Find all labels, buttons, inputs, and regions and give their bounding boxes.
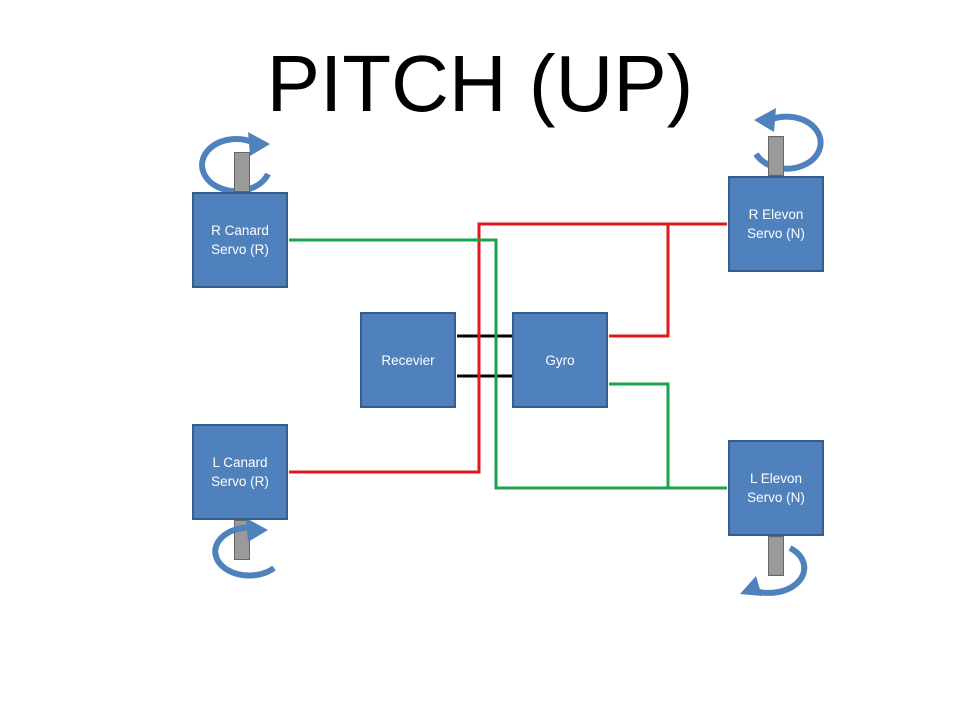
l-canard-label-2: Servo (R) [211, 474, 269, 489]
r-canard-servo: R Canard Servo (R) [192, 192, 288, 288]
red-wire-l-canard [289, 222, 727, 474]
r-canard-shaft [234, 152, 250, 192]
r-canard-label-2: Servo (R) [211, 242, 269, 257]
page-title: PITCH (UP) [266, 39, 694, 128]
gyro-label: Gyro [545, 352, 575, 368]
receiver-box: Recevier [360, 312, 456, 408]
red-wire-gyro [609, 224, 670, 338]
green-wire-r-canard [289, 238, 727, 490]
r-canard-label-1: R Canard [211, 223, 269, 238]
r-elevon-label-2: Servo (N) [747, 226, 805, 241]
r-elevon-label-1: R Elevon [748, 207, 804, 222]
r-elevon-shaft [768, 136, 784, 176]
l-elevon-servo: L Elevon Servo (N) [728, 440, 824, 536]
l-elevon-label-1: L Elevon [749, 471, 803, 486]
l-canard-servo: L Canard Servo (R) [192, 424, 288, 520]
clockwise-arrow-icon [199, 132, 271, 195]
clockwise-arrow-icon [212, 518, 276, 579]
green-wire-gyro [609, 382, 670, 488]
gyro-box: Gyro [512, 312, 608, 408]
l-elevon-label-2: Servo (N) [747, 490, 805, 505]
receiver-label: Recevier [381, 352, 435, 368]
l-canard-label-1: L Canard [212, 455, 268, 470]
r-elevon-servo: R Elevon Servo (N) [728, 176, 824, 272]
counterclockwise-arrow-icon [740, 545, 808, 596]
l-elevon-shaft [768, 536, 784, 576]
